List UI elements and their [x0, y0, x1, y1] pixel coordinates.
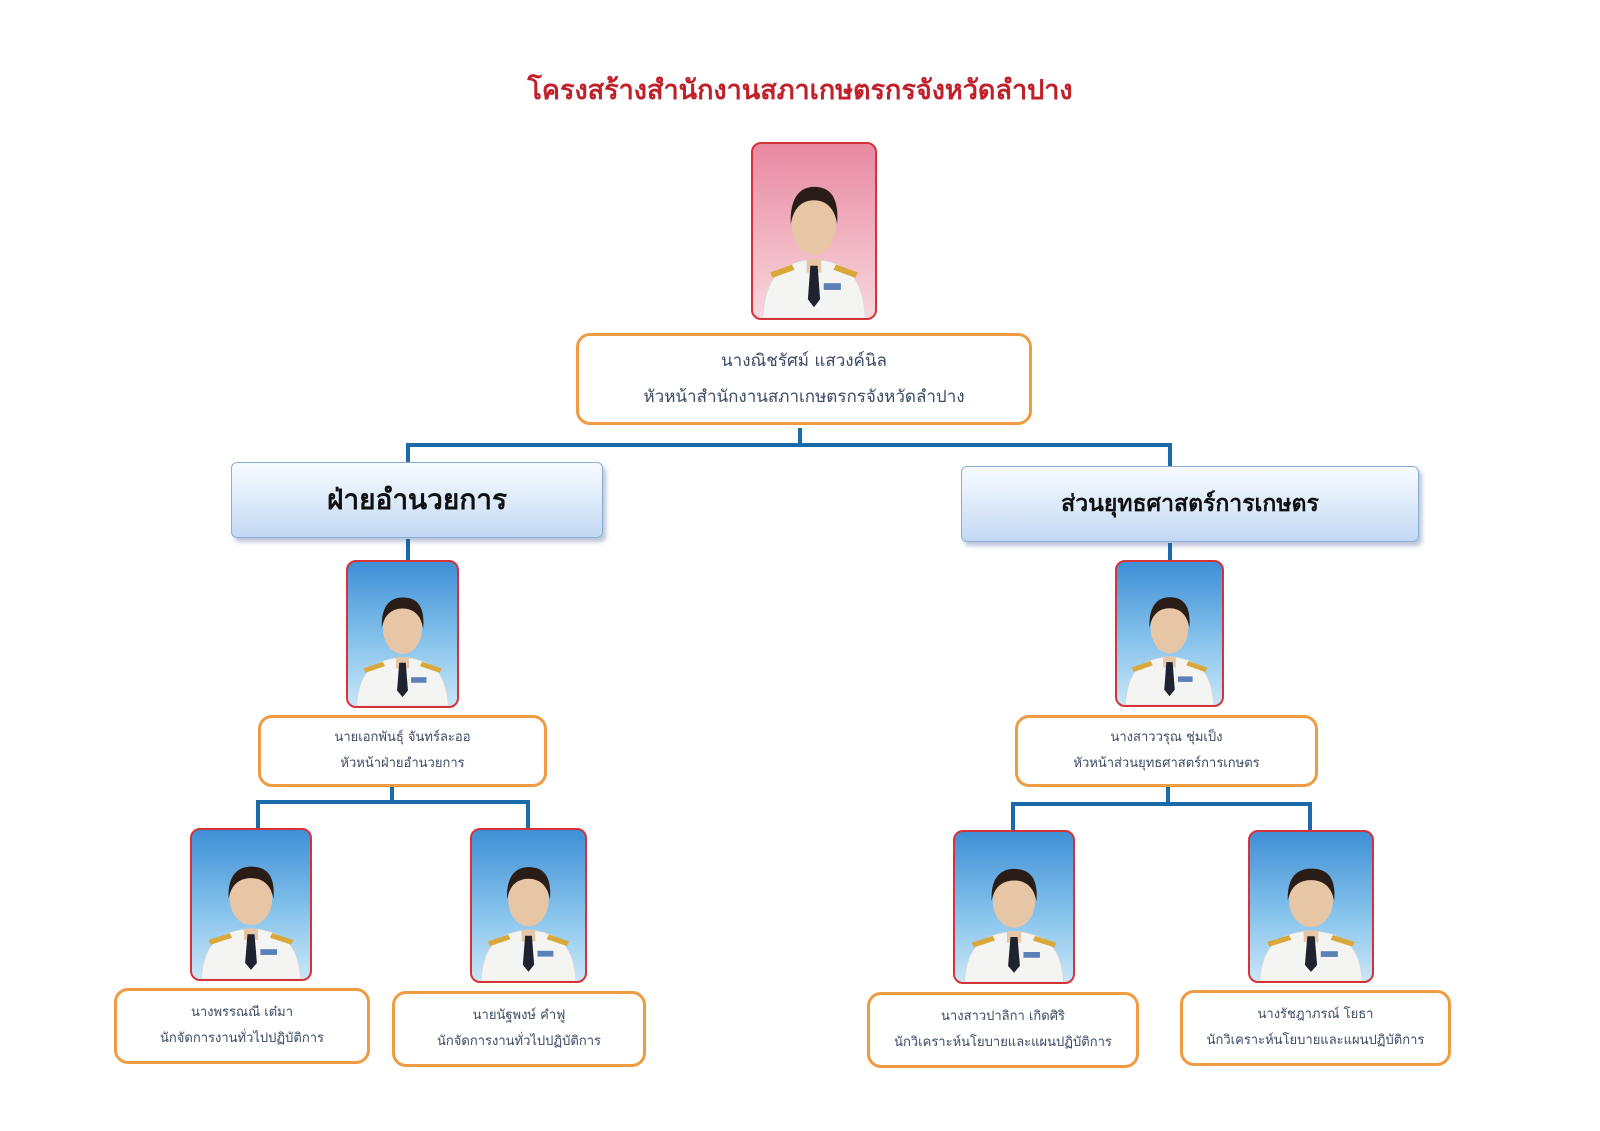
- portrait-silhouette: [964, 868, 1064, 982]
- badge-shape: [823, 283, 841, 290]
- necktie-shape: [245, 934, 257, 970]
- department-admin-title: ฝ่ายอำนวยการ: [326, 483, 508, 516]
- staff-admin-1-name-box: นางพรรณณี เต๋มา นักจัดการงานทั่วไปปฏิบัต…: [114, 988, 370, 1064]
- staff-strategy-2-photo: [1248, 830, 1374, 983]
- necktie-shape: [1164, 662, 1175, 697]
- face-shape: [508, 872, 549, 927]
- badge-shape: [537, 950, 554, 957]
- face-shape: [792, 193, 836, 256]
- staff-strategy-2-position: นักวิเคราะห์นโยบายและแผนปฏิบัติการ: [1206, 1033, 1425, 1048]
- connector-leader1-to-staff: [256, 785, 530, 828]
- hair-shape: [790, 186, 838, 225]
- staff-admin-1-name: นางพรรณณี เต๋มา: [190, 1005, 294, 1020]
- connector-leader2-to-staff: [1011, 785, 1312, 830]
- face-shape: [1150, 602, 1189, 654]
- neck-shape: [395, 657, 410, 669]
- staff-admin-1-position: นักจัดการงานทั่วไปปฏิบัติการ: [160, 1031, 324, 1046]
- portrait-silhouette: [1259, 868, 1363, 981]
- epaulette-shape: [770, 264, 858, 278]
- epaulette-shape: [208, 933, 294, 945]
- leader-strategy-photo: [1115, 560, 1224, 707]
- necktie-shape: [522, 935, 535, 972]
- badge-shape: [1023, 952, 1040, 958]
- department-strategy-title: ส่วนยุทธศาสตร์การเกษตร: [1061, 491, 1319, 517]
- staff-strategy-1-name-box: นางสาวปาลิกา เกิดศิริ นักวิเคราะห์นโยบาย…: [867, 992, 1139, 1068]
- face-shape: [1289, 874, 1333, 928]
- staff-admin-2-photo: [470, 828, 587, 983]
- hair-shape: [228, 866, 274, 899]
- necktie-shape: [807, 265, 821, 308]
- leader-strategy-position: หัวหน้าส่วนยุทธศาสตร์การเกษตร: [1073, 756, 1260, 771]
- badge-shape: [1320, 951, 1338, 957]
- head-position: หัวหน้าสำนักงานสภาเกษตรกรจังหวัดลำปาง: [643, 387, 965, 407]
- staff-admin-2-name-box: นายนัฐพงษ์ คำฟู นักจัดการงานทั่วไปปฏิบัต…: [392, 991, 646, 1067]
- badge-shape: [411, 677, 427, 683]
- leader-admin-position: หัวหน้าฝ่ายอำนวยการ: [340, 756, 465, 771]
- head-photo: [751, 142, 877, 320]
- staff-admin-2-position: นักจัดการงานทั่วไปปฏิบัติการ: [437, 1034, 601, 1049]
- leader-admin-photo: [346, 560, 459, 708]
- staff-strategy-2-name-box: นางรัชฎาภรณ์ โยธา นักวิเคราะห์นโยบายและแ…: [1180, 990, 1451, 1066]
- epaulette-shape: [1267, 935, 1355, 947]
- face-shape: [382, 602, 423, 654]
- hair-shape: [991, 868, 1037, 902]
- head-name-box: นางณิชรัศม์ แสวงค์นิล หัวหน้าสำนักงานสภา…: [576, 333, 1032, 425]
- epaulette-shape: [487, 934, 570, 947]
- portrait-silhouette: [1125, 597, 1214, 705]
- badge-shape: [260, 949, 277, 955]
- epaulette-shape: [1131, 661, 1208, 672]
- portrait-silhouette: [480, 867, 577, 981]
- epaulette-shape: [971, 935, 1057, 948]
- staff-strategy-1-name: นางสาวปาลิกา เกิดศิริ: [941, 1009, 1065, 1024]
- neck-shape: [1303, 930, 1319, 943]
- necktie-shape: [1304, 936, 1318, 972]
- department-strategy-header: ส่วนยุทธศาสตร์การเกษตร: [961, 466, 1419, 542]
- face-shape: [229, 872, 273, 926]
- portrait-silhouette: [762, 186, 866, 318]
- head-name: นางณิชรัศม์ แสวงค์นิล: [721, 351, 887, 371]
- hair-shape: [381, 597, 424, 629]
- leader-strategy-name: นางสาววรุณ ชุ่มเป็ง: [1110, 730, 1223, 745]
- badge-shape: [1177, 676, 1193, 682]
- neck-shape: [243, 928, 259, 941]
- hair-shape: [1287, 868, 1335, 901]
- neck-shape: [1163, 656, 1176, 668]
- necktie-shape: [397, 662, 408, 698]
- department-admin-header: ฝ่ายอำนวยการ: [231, 462, 603, 538]
- staff-admin-1-photo: [190, 828, 312, 981]
- hair-shape: [506, 867, 551, 900]
- staff-strategy-1-photo: [953, 830, 1075, 984]
- portrait-silhouette: [356, 597, 449, 706]
- hair-shape: [1149, 597, 1190, 628]
- face-shape: [992, 874, 1036, 928]
- leader-strategy-name-box: นางสาววรุณ ชุ่มเป็ง หัวหน้าส่วนยุทธศาสตร…: [1015, 715, 1318, 787]
- connector-head-to-departments: [406, 428, 1172, 468]
- leader-admin-name-box: นายเอกพันธุ์ จันทร์ละออ หัวหน้าฝ่ายอำนวย…: [258, 715, 547, 787]
- staff-admin-2-name: นายนัฐพงษ์ คำฟู: [472, 1008, 566, 1023]
- epaulette-shape: [363, 661, 442, 673]
- staff-strategy-2-name: นางรัชฎาภรณ์ โยธา: [1257, 1007, 1374, 1022]
- leader-admin-name: นายเอกพันธุ์ จันทร์ละออ: [334, 730, 471, 745]
- staff-strategy-1-position: นักวิเคราะห์นโยบายและแผนปฏิบัติการ: [894, 1035, 1112, 1050]
- necktie-shape: [1008, 937, 1020, 973]
- portrait-silhouette: [201, 866, 301, 979]
- page-title: โครงสร้างสำนักงานสภาเกษตรกรจังหวัดลำปาง: [527, 75, 1073, 106]
